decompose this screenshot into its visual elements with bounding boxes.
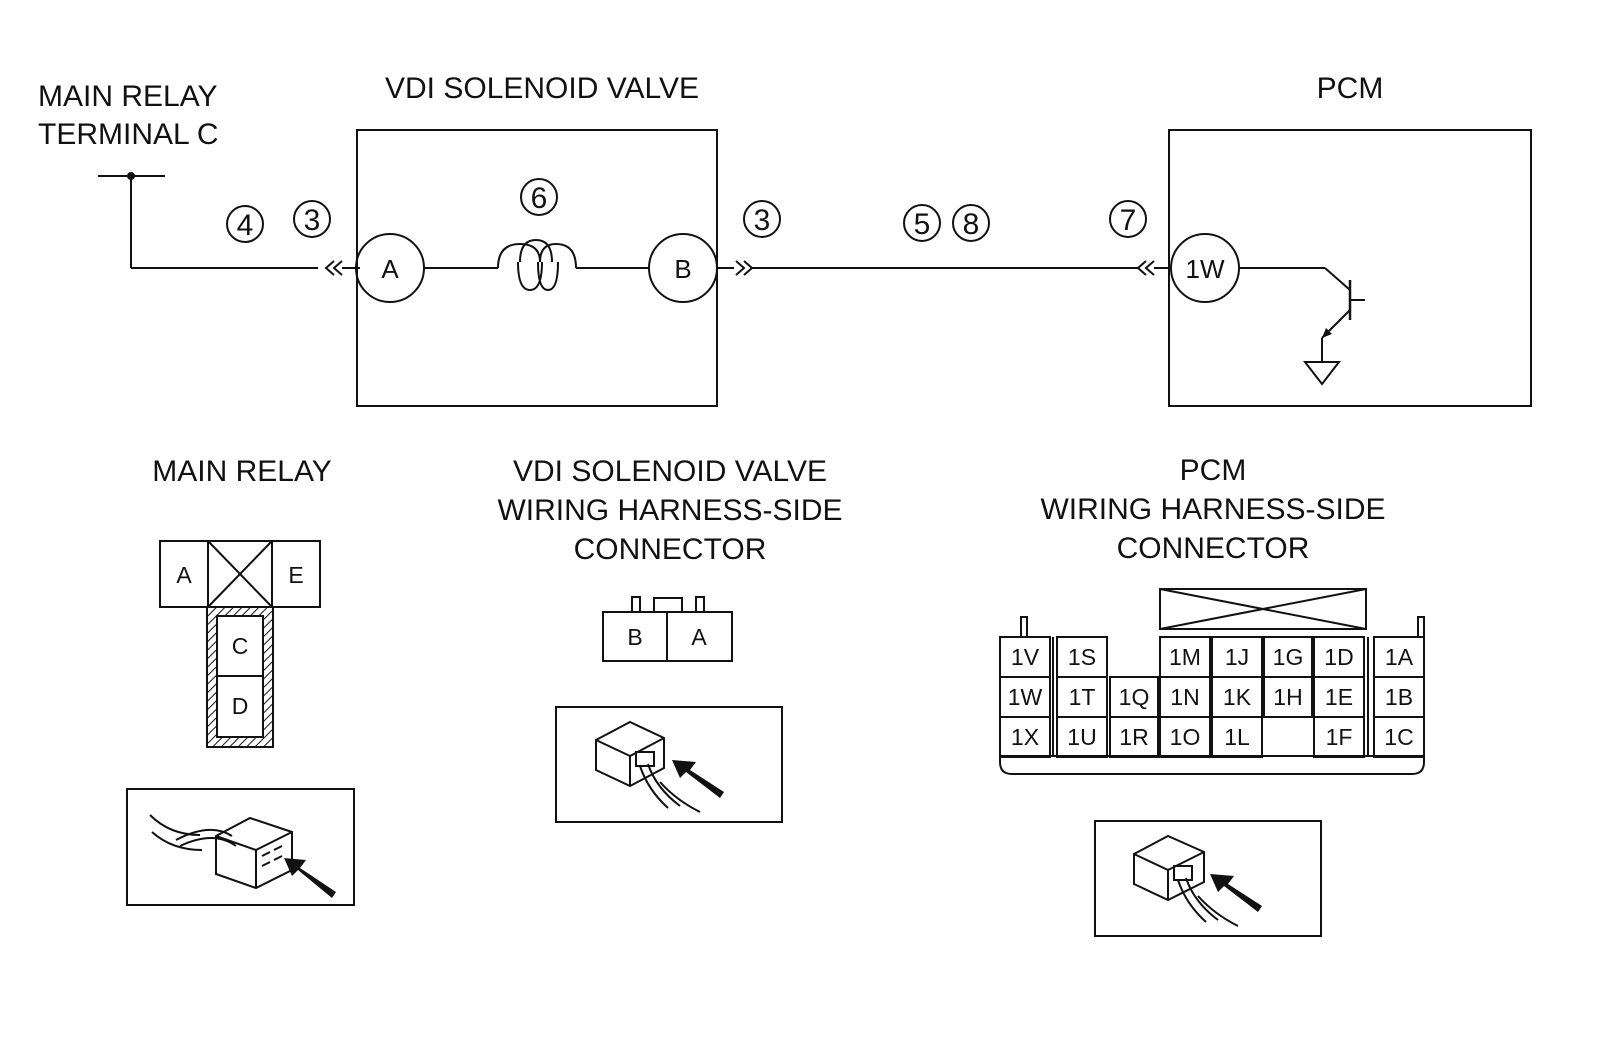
pcm-pin-label: 1N (1170, 684, 1199, 710)
step-marker-text: 5 (914, 208, 931, 241)
step-marker-text: 3 (304, 204, 321, 237)
pcm-pin-cell: 1O (1159, 716, 1211, 758)
terminal-b-label: B (674, 254, 691, 284)
main-relay-pin-c: C (232, 633, 249, 659)
main-relay-pin-a: A (176, 562, 192, 588)
main-relay-terminal-title-line2: TERMINAL C (38, 118, 219, 151)
step-marker: 3 (293, 200, 331, 238)
pcm-pin-label: 1K (1223, 684, 1252, 710)
pcm-box (1168, 129, 1532, 407)
pcm-connector-title-line3: CONNECTOR (1117, 532, 1310, 565)
main-relay-probe-illustration (126, 788, 355, 906)
pcm-pin-label: 1V (1011, 644, 1040, 670)
step-marker-text: 3 (754, 204, 771, 237)
pcm-pin-label: 1R (1119, 724, 1148, 750)
pcm-pin-cell: 1F (1313, 716, 1365, 758)
pcm-pin-cell: 1A (1373, 636, 1425, 678)
pcm-pin-cell: 1X (999, 716, 1051, 758)
terminal-a-label: A (381, 254, 399, 284)
step-marker: 6 (520, 178, 558, 216)
vdi-pin-b: B (627, 624, 642, 650)
step-marker-text: 7 (1120, 204, 1137, 237)
pcm-pin-label: 1H (1273, 684, 1302, 710)
vdi-connector-title-line3: CONNECTOR (574, 533, 767, 566)
vdi-connector-title-line1: VDI SOLENOID VALVE (513, 455, 827, 488)
vdi-solenoid-valve-title: VDI SOLENOID VALVE (385, 72, 699, 105)
pcm-pin-cell: 1V (999, 636, 1051, 678)
step-marker: 4 (226, 205, 264, 243)
main-relay-title: MAIN RELAY (152, 455, 332, 488)
vdi-pin-a: A (691, 624, 707, 650)
pcm-pin-label: 1G (1273, 644, 1304, 670)
pcm-pin-cell: 1H (1263, 676, 1313, 718)
pcm-pin-cell: 1U (1056, 716, 1108, 758)
pcm-pin-cell: 1M (1159, 636, 1211, 678)
main-relay-terminal-title-line1: MAIN RELAY (38, 80, 218, 113)
pcm-pin-label: 1B (1385, 684, 1413, 710)
pcm-pin-cell: 1S (1056, 636, 1108, 678)
terminal-1w-label: 1W (1186, 254, 1225, 284)
pcm-pin-label: 1E (1325, 684, 1353, 710)
pcm-pin-label: 1M (1169, 644, 1201, 670)
arrow-icon (284, 858, 336, 898)
main-relay-connector: A E C D (159, 540, 321, 748)
ground-icon (1302, 361, 1342, 386)
pcm-pin-cell: 1D (1313, 636, 1365, 678)
pcm-pin-cell: 1Q (1109, 676, 1159, 718)
main-relay-pin-e: E (288, 562, 303, 588)
pcm-pin-cell: 1E (1313, 676, 1365, 718)
pcm-pin-cell: 1B (1373, 676, 1425, 718)
pcm-transistor-icon (1239, 267, 1365, 362)
pcm-pin-label: 1X (1011, 724, 1039, 750)
pcm-pin-grid: 1V 1S 1M 1J 1G 1D 1A 1W 1T 1Q 1N 1K 1H 1E 1B 1X 1U 1R 1O 1L… (999, 636, 1425, 758)
step-marker: 7 (1109, 200, 1147, 238)
pcm-connector-title-line1: PCM (1180, 454, 1247, 487)
pcm-pin-label: 1U (1067, 724, 1096, 750)
pcm-pin-cell: 1L (1211, 716, 1263, 758)
terminal-1w-circle: 1W (1170, 233, 1240, 303)
pcm-pin-cell: 1C (1373, 716, 1425, 758)
pcm-pin-cell: 1J (1211, 636, 1263, 678)
main-relay-pin-d: D (232, 693, 249, 719)
solenoid-coil (497, 238, 577, 292)
pcm-pin-label: 1Q (1119, 684, 1150, 710)
step-marker-text: 4 (237, 209, 254, 242)
pcm-connector: 1V 1S 1M 1J 1G 1D 1A 1W 1T 1Q 1N 1K 1H 1E 1B 1X 1U 1R 1O 1L… (999, 588, 1425, 775)
arrow-icon (672, 760, 724, 798)
step-marker: 8 (952, 204, 990, 242)
arrow-icon (1210, 874, 1262, 912)
pcm-pin-cell: 1G (1263, 636, 1313, 678)
pcm-pin-cell: 1R (1109, 716, 1159, 758)
pcm-pin-label: 1L (1224, 724, 1250, 750)
pcm-pin-label: 1C (1384, 724, 1413, 750)
step-marker: 5 (903, 204, 941, 242)
step-marker-text: 6 (531, 182, 548, 215)
pcm-pin-label: 1T (1069, 684, 1096, 710)
step-marker: 3 (743, 200, 781, 238)
pcm-pin-label: 1D (1324, 644, 1353, 670)
pcm-pin-cell: 1K (1211, 676, 1263, 718)
pcm-probe-illustration (1094, 820, 1322, 937)
pcm-pin-cell: 1T (1056, 676, 1108, 718)
pcm-pin-label: 1S (1068, 644, 1096, 670)
terminal-a-circle: A (355, 233, 425, 303)
vdi-solenoid-valve-box (356, 129, 718, 407)
step-marker-text: 8 (963, 208, 980, 241)
signal-wire (717, 260, 1170, 276)
pcm-pin-label: 1A (1385, 644, 1414, 670)
pcm-title: PCM (1317, 72, 1384, 105)
pcm-pin-label: 1W (1008, 684, 1043, 710)
pcm-pin-label: 1F (1326, 724, 1353, 750)
main-relay-terminal-tap (98, 172, 360, 276)
pcm-pin-cell: 1W (999, 676, 1051, 718)
pcm-pin-cell: 1N (1159, 676, 1211, 718)
terminal-b-circle: B (648, 233, 718, 303)
pcm-pin-label: 1O (1170, 724, 1201, 750)
pcm-pin-label: 1J (1225, 644, 1249, 670)
vdi-connector-title-line2: WIRING HARNESS-SIDE (497, 494, 842, 527)
vdi-probe-illustration (555, 706, 783, 823)
vdi-connector: B A (602, 596, 733, 662)
pcm-connector-title-line2: WIRING HARNESS-SIDE (1040, 493, 1385, 526)
